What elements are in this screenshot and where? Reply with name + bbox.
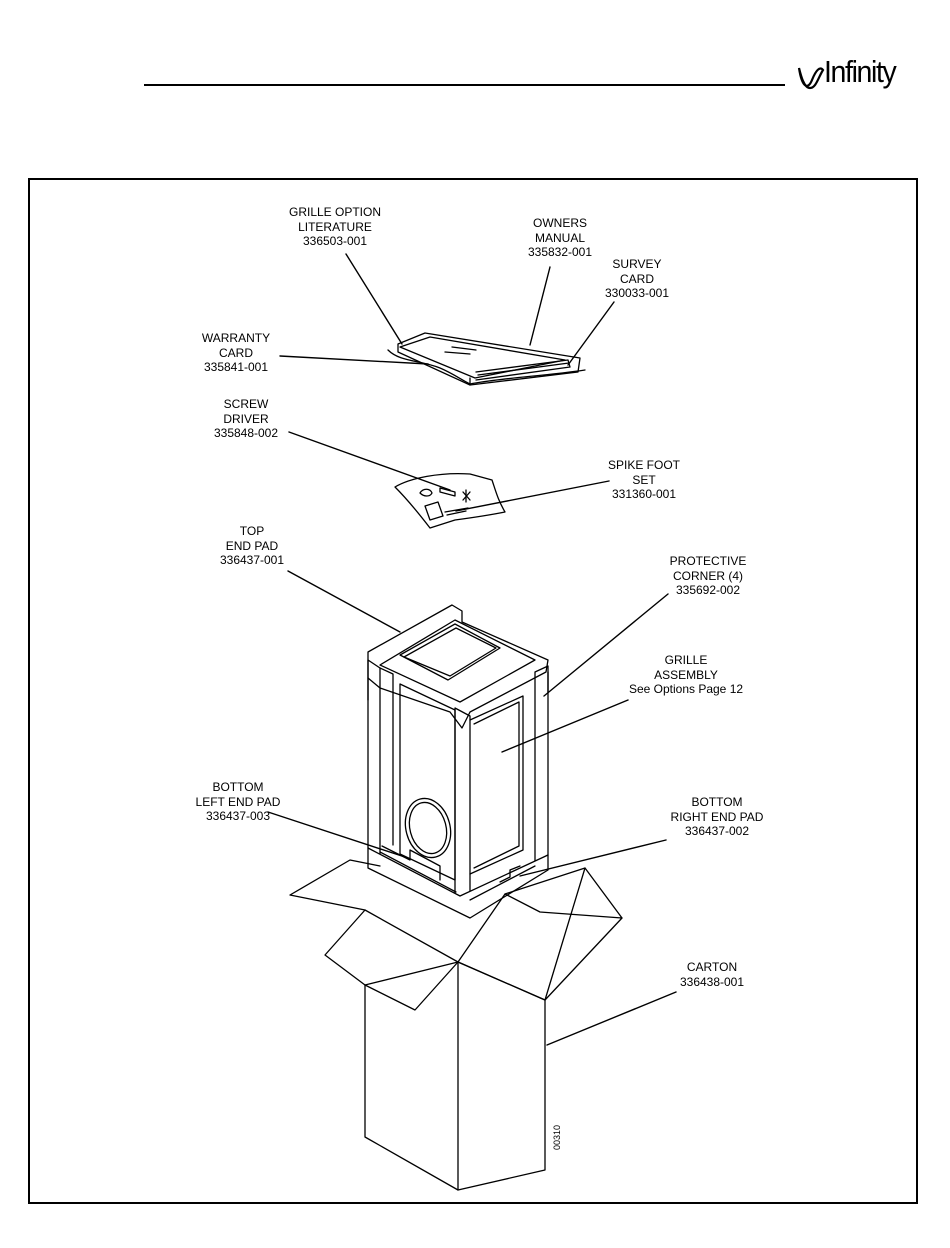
callout-line1: BOTTOM <box>691 795 743 809</box>
callout-survey-card: SURVEY CARD 330033-001 <box>592 257 682 301</box>
callout-protective-corner: PROTECTIVE CORNER (4) 335692-002 <box>660 554 756 598</box>
carton <box>289 859 623 1191</box>
callout-part-number: 336503-001 <box>302 234 368 248</box>
callout-part-number: See Options Page 12 <box>628 682 744 696</box>
header-rule <box>144 84 785 86</box>
callout-part-number: 331360-001 <box>611 487 677 501</box>
callout-part-number: 336437-003 <box>205 809 271 823</box>
callout-part-number: 336437-001 <box>219 553 285 567</box>
callout-line1: WARRANTY <box>201 331 271 345</box>
callout-line2: MANUAL <box>534 230 585 245</box>
callout-line1: BOTTOM <box>212 780 264 794</box>
callout-line1: GRILLE <box>664 653 708 667</box>
callout-line1: PROTECTIVE <box>669 554 747 568</box>
callout-part-number: 336438-001 <box>679 974 745 989</box>
callout-part-number: 335841-001 <box>203 360 269 374</box>
drawing-number: 00310 <box>552 1124 562 1150</box>
callout-line2: DRIVER <box>223 411 269 426</box>
infinity-logo-icon <box>797 67 825 90</box>
callout-line1: TOP <box>239 524 265 538</box>
callout-line1: SCREW <box>223 397 269 411</box>
callout-part-number: 335848-002 <box>213 426 279 440</box>
callout-warranty-card: WARRANTY CARD 335841-001 <box>190 331 282 375</box>
callout-line1: SURVEY <box>612 257 662 271</box>
callout-line2: CORNER (4) <box>672 568 743 583</box>
callout-grille-assembly: GRILLE ASSEMBLY See Options Page 12 <box>620 653 752 697</box>
callout-spike-foot-set: SPIKE FOOT SET 331360-001 <box>598 458 690 502</box>
callout-line1: SPIKE FOOT <box>607 458 680 472</box>
callout-screw-driver: SCREW DRIVER 335848-002 <box>200 397 292 441</box>
callout-top-end-pad: TOP END PAD 336437-001 <box>206 524 298 568</box>
diagram-frame <box>28 178 918 1204</box>
callout-line2: CARD <box>619 271 654 286</box>
callout-line2: SET <box>632 472 656 487</box>
callout-line1: CARTON <box>686 960 738 974</box>
callout-line1: GRILLE OPTION <box>288 205 382 219</box>
callout-line2: CARD <box>218 345 253 360</box>
callout-line2: END PAD <box>225 538 279 553</box>
callout-line2: ASSEMBLY <box>654 667 718 682</box>
callout-part-number: 330033-001 <box>604 286 670 300</box>
callout-carton: CARTON 336438-001 <box>666 960 758 989</box>
speaker-package <box>367 604 549 919</box>
brand-name: Infinity <box>824 54 897 89</box>
leader-lines <box>267 253 677 1046</box>
callout-line2: LEFT END PAD <box>195 794 281 809</box>
callout-part-number: 335832-001 <box>527 245 593 259</box>
literature-stack <box>387 332 586 386</box>
callout-bottom-left-end-pad: BOTTOM LEFT END PAD 336437-003 <box>180 780 296 824</box>
parts-bag <box>394 472 506 529</box>
callout-line2: RIGHT END PAD <box>670 809 764 824</box>
callout-part-number: 335692-002 <box>675 583 741 597</box>
callout-grille-option-literature: GRILLE OPTION LITERATURE 336503-001 <box>278 205 392 249</box>
callout-part-number: 336437-002 <box>684 824 750 838</box>
callout-line1: OWNERS <box>533 216 587 230</box>
callout-line2: LITERATURE <box>298 219 372 234</box>
callout-bottom-right-end-pad: BOTTOM RIGHT END PAD 336437-002 <box>660 795 774 839</box>
callout-owners-manual: OWNERS MANUAL 335832-001 <box>514 216 606 260</box>
